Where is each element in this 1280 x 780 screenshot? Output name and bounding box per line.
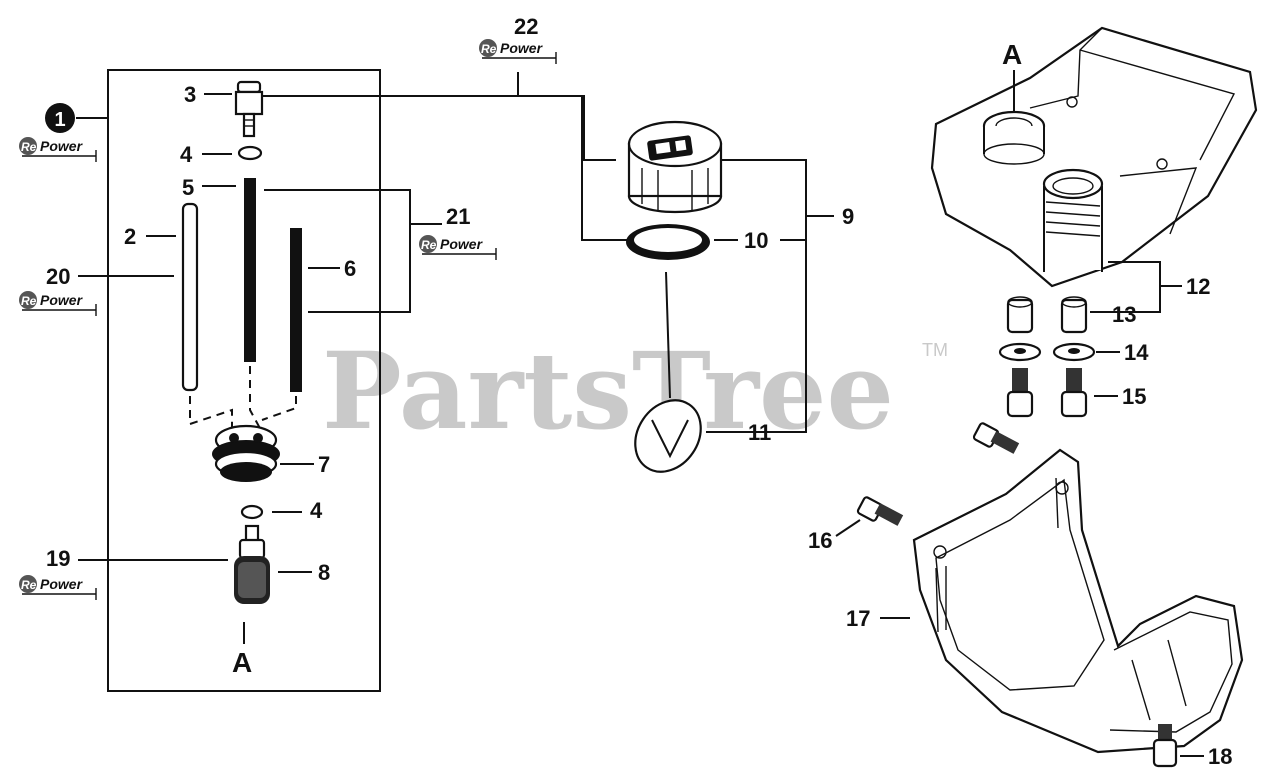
repower-badge-19-power: Power xyxy=(40,576,84,592)
part-fitting-3[interactable] xyxy=(234,80,264,138)
part-mount-15[interactable] xyxy=(1006,368,1088,418)
repower-badge-22-re: Re xyxy=(481,42,497,56)
connector-a-bottom: A xyxy=(232,647,252,678)
repower-badge-20: Re Power xyxy=(19,291,97,316)
part-fuel-tank-12[interactable] xyxy=(930,26,1258,288)
part-fuel-cap-9[interactable] xyxy=(627,120,723,214)
part-grommet-7[interactable] xyxy=(212,424,280,482)
repower-badge-1-power: Power xyxy=(40,138,84,154)
callout-1[interactable]: 1 xyxy=(45,103,75,133)
part-oring-4-bottom[interactable] xyxy=(240,504,264,520)
repower-badge-19: Re Power xyxy=(19,575,97,600)
callout-22[interactable]: 22 xyxy=(514,14,538,39)
callout-1-label: 1 xyxy=(54,109,65,131)
callout-9[interactable]: 9 xyxy=(842,204,854,229)
connector-a-top: A xyxy=(1002,39,1022,70)
watermark-text: PartsTree xyxy=(322,328,894,453)
part-bracket-17[interactable] xyxy=(912,448,1244,754)
part-screw-16[interactable] xyxy=(856,422,1020,526)
part-fuel-filter-8[interactable] xyxy=(234,524,270,604)
part-bushing-13[interactable] xyxy=(1006,296,1088,334)
callout-8[interactable]: 8 xyxy=(318,560,330,585)
repower-badge-20-re: Re xyxy=(21,294,37,308)
callout-17[interactable]: 17 xyxy=(846,606,870,631)
callout-18[interactable]: 18 xyxy=(1208,744,1232,769)
callout-4-top[interactable]: 4 xyxy=(180,142,193,167)
callout-14[interactable]: 14 xyxy=(1124,340,1149,365)
part-strainer-11[interactable] xyxy=(622,271,714,484)
callout-2[interactable]: 2 xyxy=(124,224,136,249)
callout-21[interactable]: 21 xyxy=(446,204,470,229)
callout-11[interactable]: 11 xyxy=(748,420,771,445)
repower-badge-1-re: Re xyxy=(21,140,37,154)
part-tube-2[interactable] xyxy=(181,202,199,392)
callout-5[interactable]: 5 xyxy=(182,175,194,200)
part-fuel-line-5[interactable] xyxy=(244,178,256,362)
repower-badge-22: Re Power xyxy=(479,39,557,64)
part-washer-14[interactable] xyxy=(998,342,1096,362)
callout-15[interactable]: 15 xyxy=(1122,384,1146,409)
repower-badge-21: Re Power xyxy=(419,235,497,260)
callout-4-bottom[interactable]: 4 xyxy=(310,498,323,523)
part-oring-4-top[interactable] xyxy=(237,145,263,161)
repower-badge-20-power: Power xyxy=(40,292,84,308)
part-fuel-line-6[interactable] xyxy=(290,228,302,392)
repower-badge-1: Re Power xyxy=(19,137,97,162)
callout-19[interactable]: 19 xyxy=(46,546,70,571)
callout-12[interactable]: 12 xyxy=(1186,274,1210,299)
repower-badge-22-power: Power xyxy=(500,40,544,56)
part-gasket-10[interactable] xyxy=(626,224,710,260)
watermark-trademark: TM xyxy=(922,340,948,360)
assembly-box xyxy=(107,69,381,692)
repower-badge-19-re: Re xyxy=(21,578,37,592)
part-screw-18[interactable] xyxy=(1152,724,1178,768)
repower-badge-21-power: Power xyxy=(440,236,484,252)
watermark: PartsTree TM xyxy=(322,328,948,453)
callout-20[interactable]: 20 xyxy=(46,264,70,289)
callout-7[interactable]: 7 xyxy=(318,452,330,477)
repower-badge-21-re: Re xyxy=(421,238,437,252)
callout-10[interactable]: 10 xyxy=(744,228,768,253)
callout-6[interactable]: 6 xyxy=(344,256,356,281)
callout-13[interactable]: 13 xyxy=(1112,302,1136,327)
callout-3[interactable]: 3 xyxy=(184,82,196,107)
callout-16[interactable]: 16 xyxy=(808,528,832,553)
